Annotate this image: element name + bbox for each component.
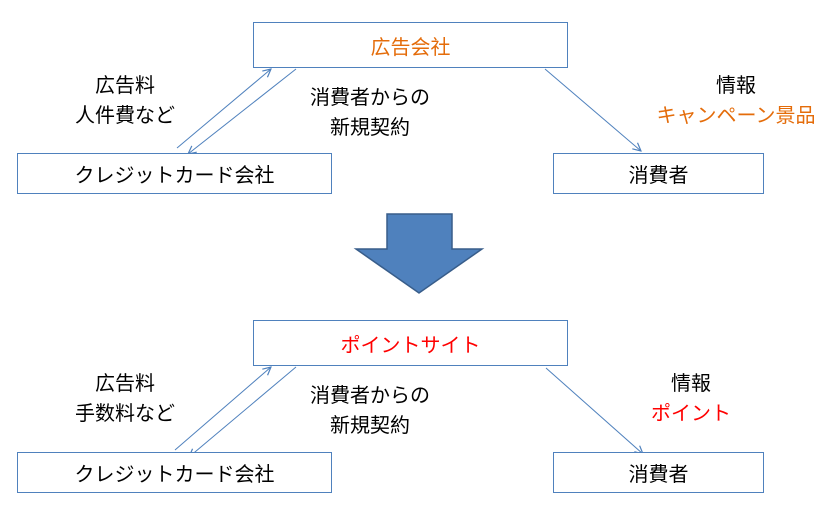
bottom-card-company-label: クレジットカード会社 bbox=[74, 462, 275, 486]
bottom-right-label-line2: ポイント bbox=[651, 401, 731, 425]
bottom-card-company-box: クレジットカード会社 bbox=[17, 452, 332, 493]
top-left-label-line1: 広告料 bbox=[95, 73, 155, 97]
top-card-to-hub-arrow bbox=[176, 69, 271, 149]
bottom-left-flow-label: 広告料 手数料など bbox=[40, 368, 210, 428]
top-left-label-line2: 人件費など bbox=[75, 103, 175, 127]
bottom-mid-label-line1: 消費者からの bbox=[310, 383, 430, 407]
down-arrow-icon bbox=[353, 213, 485, 294]
bottom-hub-label: ポイントサイト bbox=[340, 332, 481, 357]
bottom-hub-to-consumer-arrow bbox=[545, 367, 643, 454]
bottom-left-label-line1: 広告料 bbox=[95, 371, 155, 395]
top-consumer-box: 消費者 bbox=[553, 153, 764, 194]
top-mid-label-line1: 消費者からの bbox=[310, 85, 430, 109]
bottom-mid-flow-label: 消費者からの 新規契約 bbox=[290, 380, 450, 440]
bottom-hub-box: ポイントサイト bbox=[253, 320, 568, 366]
bottom-mid-label-line2: 新規契約 bbox=[330, 413, 410, 437]
top-right-label-line2: キャンペーン景品 bbox=[656, 103, 816, 127]
top-right-flow-label: 情報 キャンペーン景品 bbox=[636, 70, 836, 130]
top-card-company-label: クレジットカード会社 bbox=[74, 163, 275, 187]
bottom-consumer-box: 消費者 bbox=[553, 452, 764, 493]
top-hub-to-card-arrow bbox=[188, 68, 297, 154]
top-hub-to-consumer-arrow bbox=[544, 68, 641, 151]
top-mid-flow-label: 消費者からの 新規契約 bbox=[290, 82, 450, 142]
bottom-consumer-label: 消費者 bbox=[628, 462, 689, 486]
top-card-company-box: クレジットカード会社 bbox=[17, 153, 332, 194]
top-right-label-line1: 情報 bbox=[716, 73, 756, 97]
top-hub-label: 広告会社 bbox=[370, 34, 451, 59]
top-consumer-label: 消費者 bbox=[628, 163, 689, 187]
top-hub-box: 広告会社 bbox=[253, 22, 568, 68]
bottom-right-label-line1: 情報 bbox=[671, 371, 711, 395]
bottom-hub-to-card-arrow bbox=[189, 366, 297, 457]
bottom-card-to-hub-arrow bbox=[174, 367, 271, 451]
top-mid-label-line2: 新規契約 bbox=[330, 115, 410, 139]
bottom-right-flow-label: 情報 ポイント bbox=[616, 368, 766, 428]
top-left-flow-label: 広告料 人件費など bbox=[40, 70, 210, 130]
bottom-left-label-line2: 手数料など bbox=[75, 401, 175, 425]
